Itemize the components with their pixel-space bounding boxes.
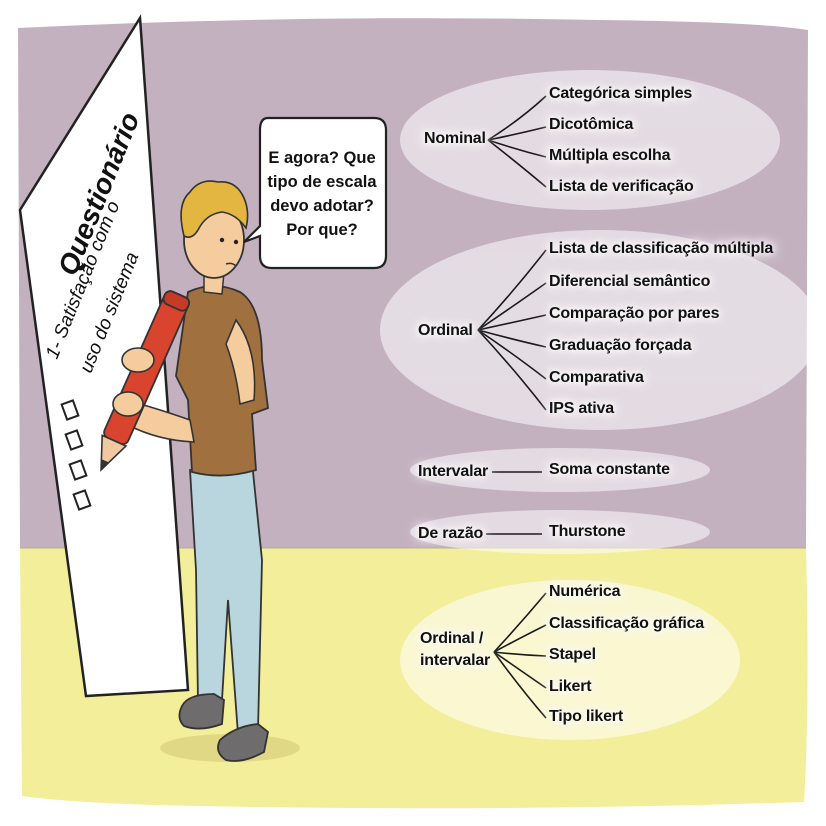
scale-item: Comparação por pares: [549, 305, 720, 322]
scale-item: Classificação gráfica: [549, 615, 704, 632]
scale-nominal-label: Nominal: [424, 130, 486, 147]
person-illustration: [100, 180, 300, 762]
hair: [180, 180, 249, 238]
speech-line: tipo de escala: [267, 173, 377, 191]
scale-item: Likert: [549, 678, 592, 695]
checkbox: [64, 429, 84, 451]
scale-item: Múltipla escolha: [549, 147, 671, 164]
scale-razao-label: De razão: [418, 525, 484, 542]
scale-item: Graduação forçada: [549, 337, 692, 354]
shoe: [217, 723, 269, 762]
scale-item: Comparativa: [549, 369, 644, 386]
scale-ordinal-intervalar-label-line1: Ordinal /: [420, 630, 484, 647]
arm: [225, 318, 256, 406]
scale-item: Soma constante: [549, 461, 670, 478]
shoe: [178, 693, 225, 730]
checkbox-list: [60, 399, 92, 511]
scale-ordinal-intervalar-label-line2: intervalar: [420, 652, 491, 669]
scale-item: Dicotômica: [549, 116, 634, 133]
scale-intervalar-label: Intervalar: [418, 463, 489, 480]
jeans: [189, 460, 263, 736]
scale-ordinal-label: Ordinal: [418, 322, 473, 339]
scale-item: Diferencial semântico: [549, 273, 711, 290]
checkbox: [72, 489, 92, 511]
questionnaire-board: [18, 14, 190, 698]
scale-item: Stapel: [549, 646, 596, 663]
scale-item: Categórica simples: [549, 85, 693, 102]
scale-item: Thurstone: [549, 523, 626, 540]
speech-bubble: [243, 116, 388, 270]
speech-line: devo adotar?: [270, 197, 374, 215]
scale-item: Lista de classificação múltipla: [549, 240, 774, 257]
scale-item: IPS ativa: [549, 400, 614, 417]
scale-tree-lines: [477, 95, 547, 719]
text-glow: [380, 70, 820, 740]
checkbox: [68, 459, 88, 481]
checkbox: [60, 399, 80, 421]
scale-item: Tipo likert: [549, 708, 623, 725]
scale-item: Lista de verificação: [549, 178, 694, 195]
scale-item: Numérica: [549, 583, 621, 600]
speech-line: Por que?: [286, 221, 358, 239]
speech-bubble-text: E agora? Que tipo de escala devo adotar?…: [262, 146, 382, 242]
speech-line: E agora? Que: [268, 149, 376, 167]
